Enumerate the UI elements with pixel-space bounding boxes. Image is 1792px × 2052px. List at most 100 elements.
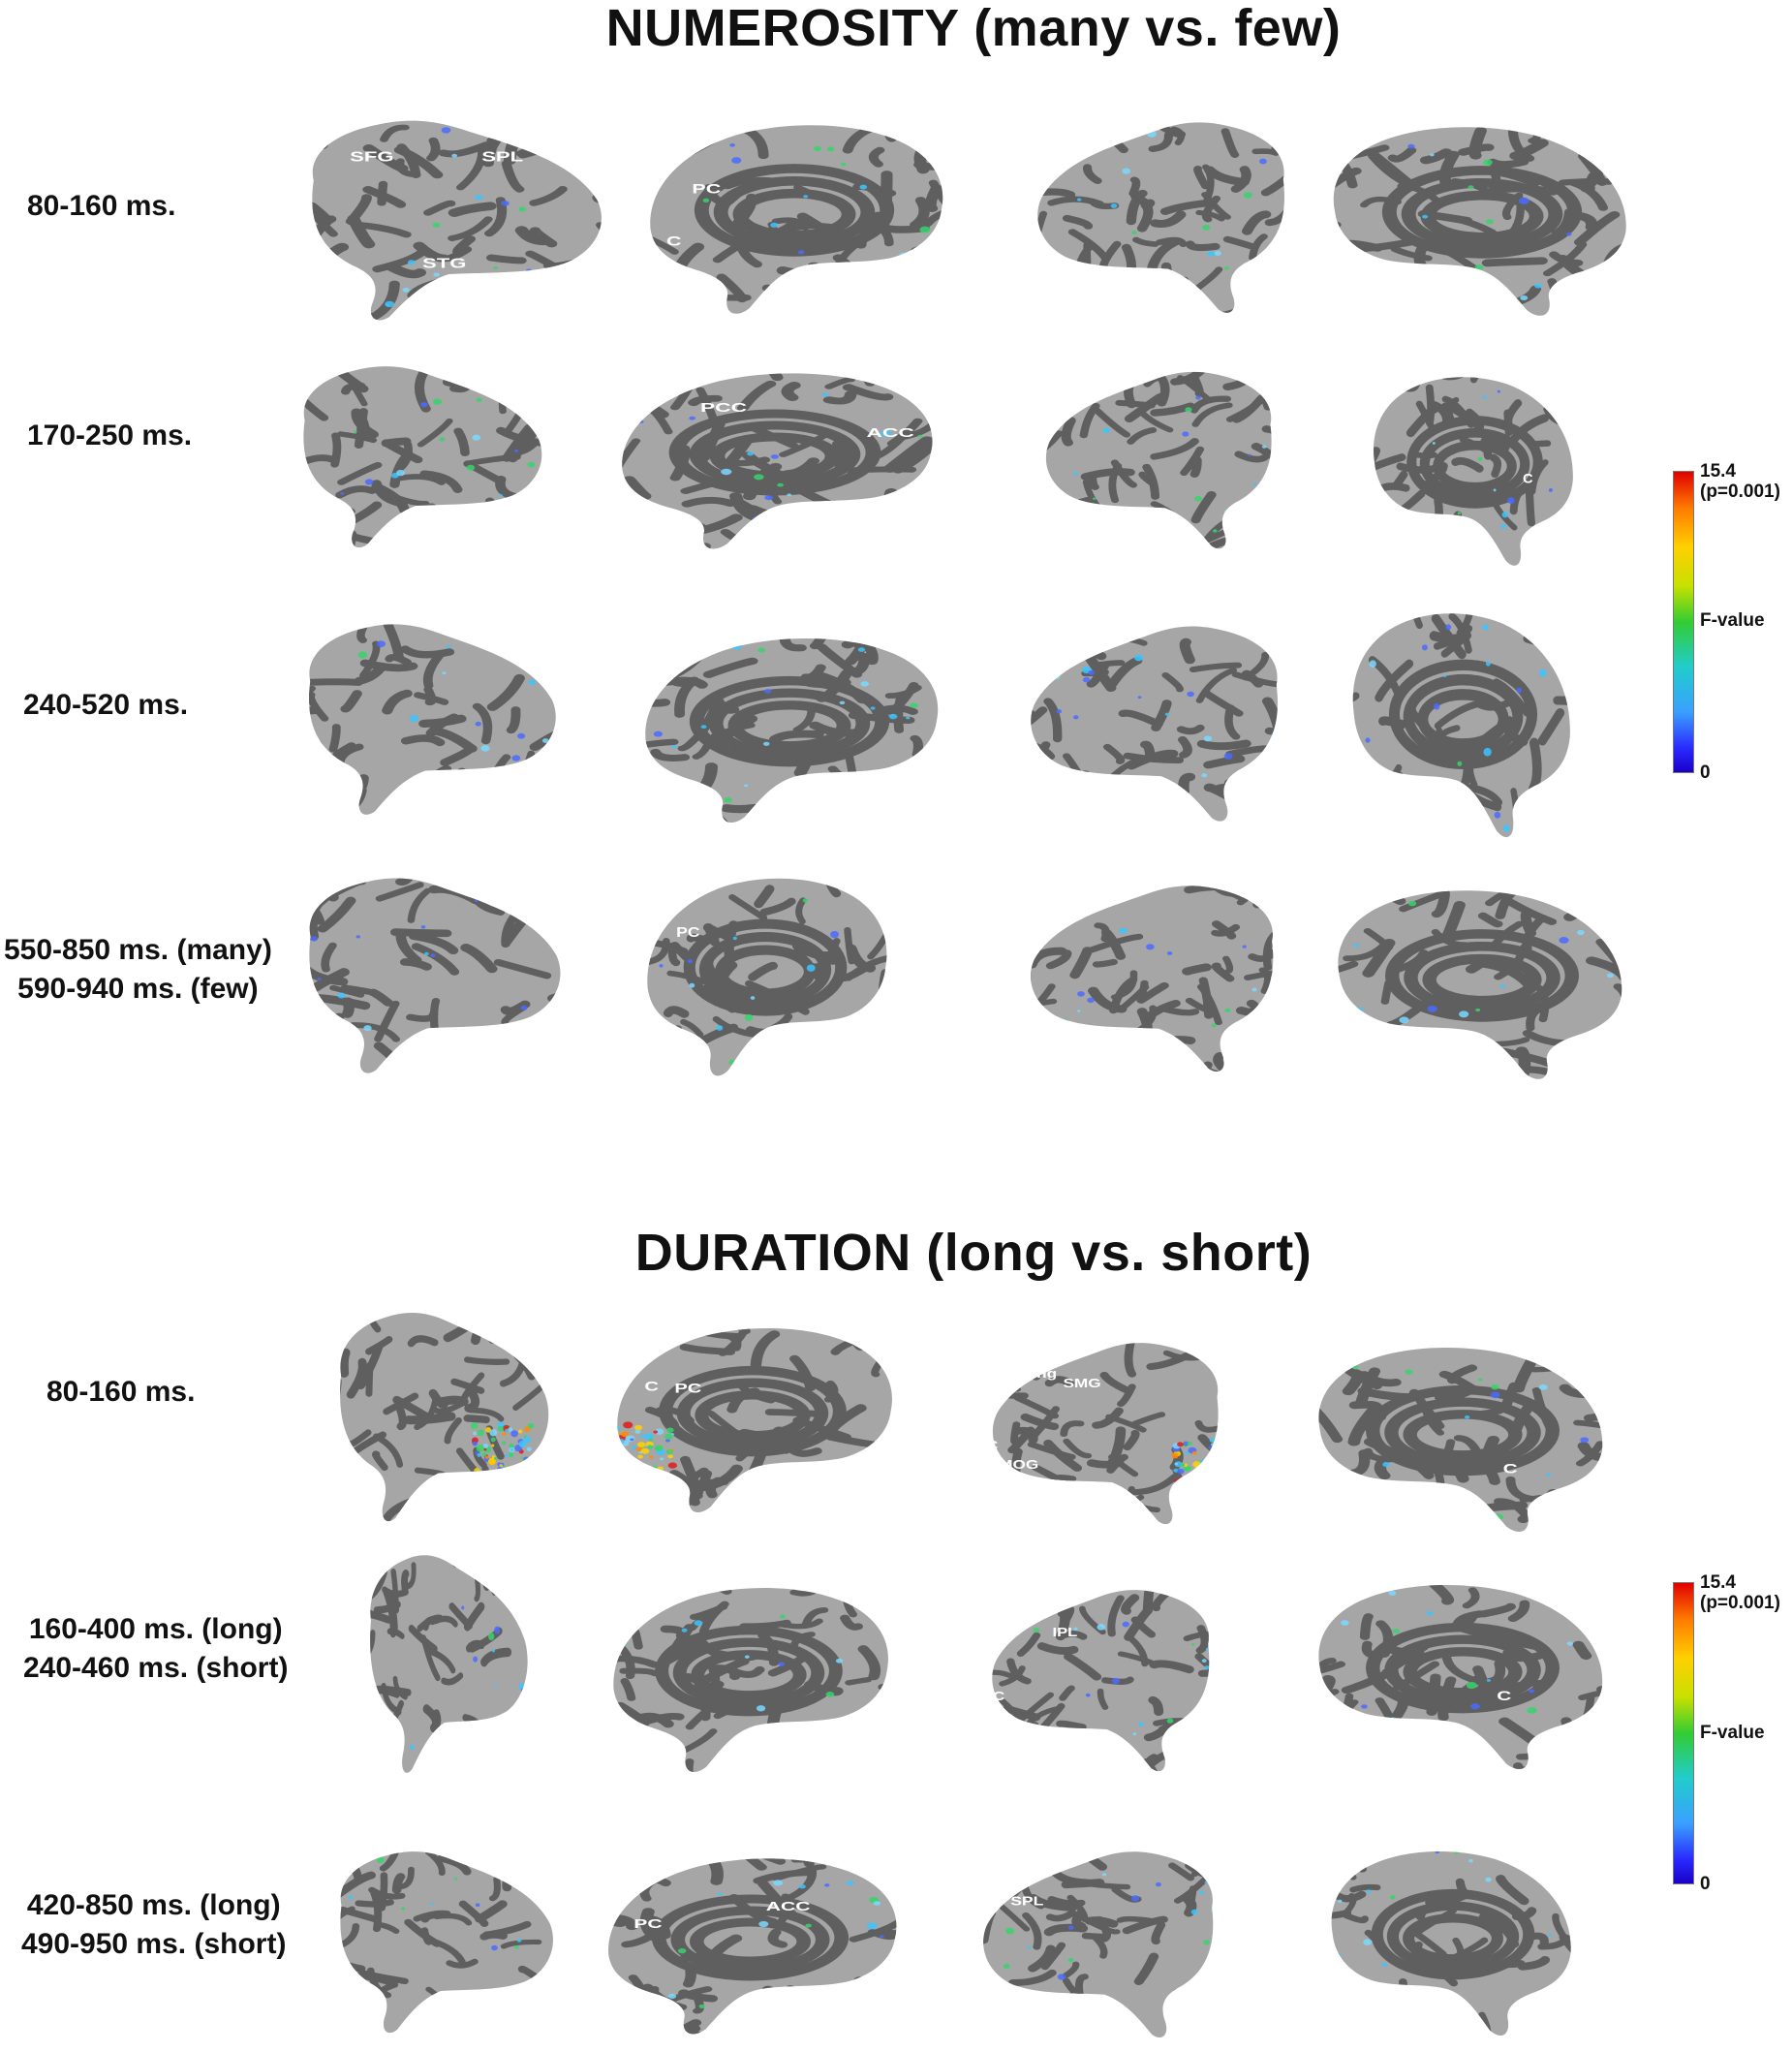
- region-label-lg: LG: [472, 1472, 493, 1487]
- brain-num-4-lateral-left: [291, 872, 576, 1080]
- brain-surface-svg: [1045, 371, 1272, 549]
- brain-surface-svg: [340, 1851, 553, 2034]
- colorbar-duration-p: (p=0.001): [1700, 1593, 1780, 1613]
- colorbar-numerosity-mid: F-value: [1700, 610, 1765, 631]
- brain-surface-svg: C: [1318, 1347, 1603, 1533]
- brain-dur-2-medial-right: C: [1308, 1574, 1618, 1778]
- region-label-c: C: [666, 233, 681, 248]
- region-label-stg: STG: [422, 255, 466, 270]
- brain-dur-3-lateral-left: [324, 1846, 567, 2039]
- brain-dur-1-medial-left: C PC: [602, 1318, 903, 1521]
- brain-surface-svg: C PC: [617, 1327, 892, 1513]
- region-label-c: C: [1523, 472, 1533, 487]
- region-label-mog: MOG: [1013, 1735, 1052, 1749]
- brain-surface-svg: C: [1318, 1584, 1603, 1770]
- brain-dur-1-lateral-left: LG: [324, 1306, 562, 1529]
- brain-num-2-lateral-left: [286, 360, 557, 554]
- brain-surface-svg: SPL: [983, 1851, 1214, 2038]
- brain-dur-2-lateral-right: IPL C MOG: [978, 1584, 1225, 1778]
- brain-surface-svg: PC: [647, 878, 887, 1076]
- colorbar-duration: [1673, 1582, 1694, 1884]
- row-label-dur-3: 420-850 ms. (long) 490-950 ms. (short): [21, 1889, 287, 1960]
- brain-surface-svg: [1331, 1850, 1571, 2036]
- brain-surface-svg: PC ACC: [608, 1858, 897, 2035]
- region-label-acc: ACC: [867, 425, 914, 440]
- brain-dur-1-medial-right: C: [1308, 1337, 1618, 1540]
- region-label-pc: PC: [676, 924, 700, 940]
- brain-num-3-medial-left: [630, 628, 949, 831]
- brain-dur-3-lateral-right: SPL: [969, 1846, 1230, 2044]
- brain-surface-svg: [1030, 886, 1274, 1073]
- row-label-num-2: 170-250 ms.: [27, 420, 193, 451]
- colorbar-duration-mid: F-value: [1700, 1723, 1765, 1743]
- sulci-pattern: [647, 878, 887, 1076]
- cortex-surface: [1030, 886, 1274, 1073]
- brain-dur-2-lateral-left: [358, 1548, 538, 1781]
- brain-dur-2-medial-left: [599, 1577, 899, 1781]
- brain-num-3-lateral-right: [1015, 620, 1296, 828]
- region-label-pc: PC: [674, 1381, 701, 1396]
- brain-num-2-lateral-right: [1032, 366, 1288, 555]
- brain-num-2-medial-right: C: [1366, 366, 1584, 575]
- brain-surface-svg: PC C: [650, 125, 943, 314]
- brain-num-4-lateral-right: [1015, 880, 1291, 1078]
- brain-num-2-medial-left: PCC ACC: [605, 363, 944, 557]
- brain-surface-svg: [1031, 626, 1278, 822]
- row-label-dur-2: 160-400 ms. (long) 240-460 ms. (short): [23, 1613, 289, 1684]
- region-label-pc: PC: [692, 181, 721, 196]
- brain-surface-svg: [1338, 890, 1622, 1079]
- brain-surface-svg: PCC ACC: [622, 373, 933, 549]
- region-label-c: C: [986, 1439, 998, 1452]
- region-label-spl: SPL: [481, 148, 523, 164]
- colorbar-numerosity-max: 15.4: [1700, 461, 1736, 482]
- region-label-c: C: [993, 1691, 1004, 1704]
- brain-surface-svg: [613, 1587, 888, 1773]
- brain-num-3-lateral-left: [291, 618, 572, 822]
- row-label-num-4: 550-850 ms. (many) 590-940 ms. (few): [4, 934, 272, 1005]
- region-label-ang: Ang: [1025, 1367, 1057, 1381]
- brain-num-1-medial-right: [1322, 116, 1642, 325]
- brain-num-1-lateral-right: [1022, 116, 1303, 320]
- numerosity-title: NUMEROSITY (many vs. few): [605, 0, 1342, 57]
- brain-surface-svg: [1333, 127, 1626, 316]
- brain-dur-3-medial-right: [1322, 1841, 1584, 2044]
- region-label-c: C: [644, 1379, 659, 1394]
- cortex-surface: [608, 1858, 897, 2035]
- brain-surface-svg: [370, 1555, 528, 1773]
- brain-surface-svg: [645, 637, 939, 824]
- colorbar-numerosity-p: (p=0.001): [1700, 482, 1780, 502]
- brain-surface-svg: [1352, 613, 1570, 838]
- cortex-surface: [622, 373, 933, 549]
- cortex-surface: [645, 637, 939, 824]
- brain-surface-svg: LG: [340, 1312, 549, 1522]
- brain-surface-svg: IPL C MOG: [992, 1590, 1210, 1772]
- region-label-pc: PC: [633, 1916, 663, 1931]
- region-label-c: C: [1503, 1461, 1518, 1477]
- brain-surface-svg: C: [1374, 377, 1573, 566]
- region-label-ipl: IPL: [1053, 1627, 1078, 1640]
- region-label-smg: SMG: [1063, 1377, 1100, 1390]
- colorbar-numerosity: [1673, 471, 1694, 773]
- region-label-c: C: [1497, 1689, 1511, 1704]
- cortex-surface: [1338, 890, 1622, 1079]
- cortex-surface: [992, 1343, 1219, 1525]
- colorbar-duration-min: 0: [1700, 1874, 1711, 1894]
- brain-surface-svg: [303, 366, 542, 548]
- brain-surface-svg: [309, 878, 561, 1073]
- brain-num-3-medial-right: [1344, 601, 1582, 848]
- brain-num-4-medial-right: [1327, 880, 1637, 1088]
- brain-dur-3-medial-left: PC ACC: [593, 1849, 908, 2042]
- region-label-acc: ACC: [766, 1899, 811, 1913]
- region-label-pcc: PCC: [700, 400, 747, 415]
- duration-title: DURATION (long vs. short): [634, 1224, 1313, 1282]
- colorbar-duration-max: 15.4: [1700, 1572, 1736, 1593]
- brain-surface-svg: [309, 624, 556, 815]
- region-label-mog: MOG: [999, 1458, 1038, 1472]
- row-label-num-1: 80-160 ms.: [27, 190, 176, 222]
- brain-num-1-medial-left: PC C: [634, 114, 954, 323]
- row-label-dur-1: 80-160 ms.: [46, 1376, 196, 1408]
